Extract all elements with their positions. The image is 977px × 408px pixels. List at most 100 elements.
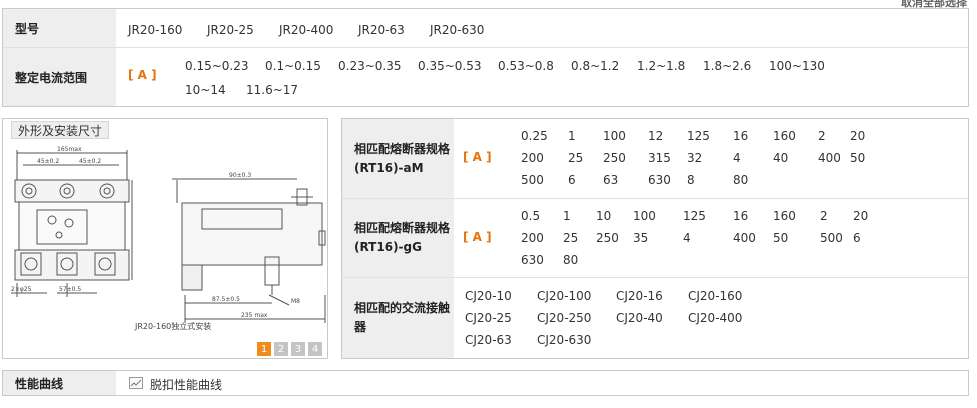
model-option[interactable]: JR20-630 [430, 23, 485, 37]
contactor-option[interactable]: CJ20-10 [465, 289, 512, 303]
fuse-am-option[interactable]: 400 [818, 151, 841, 165]
fuse-am-option[interactable]: 40 [773, 151, 789, 165]
fuse-am-option[interactable]: 63 [603, 173, 619, 187]
fuse-gg-option[interactable]: 200 [521, 231, 544, 245]
dimensions-panel-title: 外形及安装尺寸 [11, 121, 110, 139]
fuse-am-option[interactable]: 6 [568, 173, 576, 187]
contactor-option[interactable]: CJ20-63 [465, 333, 512, 347]
fuse-gg-option[interactable]: 0.5 [521, 209, 541, 223]
current-range-option[interactable]: 0.23~0.35 [338, 59, 402, 73]
contactor-option[interactable]: CJ20-100 [537, 289, 592, 303]
contactor-option[interactable]: CJ20-400 [688, 311, 743, 325]
fuse-am-option[interactable]: 1 [568, 129, 576, 143]
fuse-gg-option[interactable]: 25 [563, 231, 579, 245]
current-range-option[interactable]: 1.2~1.8 [637, 59, 686, 73]
fuse-am-option[interactable]: 25 [568, 151, 584, 165]
dim-label: 2×φ25 [11, 286, 32, 293]
page-1-button[interactable]: 1 [257, 342, 271, 356]
divider [342, 277, 968, 278]
dim-label: M8 [291, 298, 300, 305]
contactor-option[interactable]: CJ20-25 [465, 311, 512, 325]
fuse-am-option[interactable]: 200 [521, 151, 544, 165]
deselect-all-link[interactable]: 取消全部选择 [901, 0, 967, 9]
page-2-button[interactable]: 2 [274, 342, 288, 356]
fuse-gg-option[interactable]: 20 [853, 209, 869, 223]
current-range-option[interactable]: 0.1~0.15 [265, 59, 321, 73]
matching-table: 相匹配熔断器规格(RT16)-aM 相匹配熔断器规格(RT16)-gG 相匹配的… [341, 118, 969, 359]
fuse-am-option[interactable]: 16 [733, 129, 749, 143]
fuse-gg-option[interactable]: 2 [820, 209, 828, 223]
fuse-gg-option[interactable]: 500 [820, 231, 843, 245]
contactor-option[interactable]: CJ20-630 [537, 333, 592, 347]
fuse-am-option[interactable]: 250 [603, 151, 626, 165]
current-range-option[interactable]: 10~14 [185, 83, 226, 97]
trip-curve-link[interactable]: 脱扣性能曲线 [150, 378, 223, 392]
current-range-option[interactable]: 1.8~2.6 [703, 59, 752, 73]
fuse-am-option[interactable]: 160 [773, 129, 796, 143]
current-range-option[interactable]: 11.6~17 [246, 83, 299, 97]
contactor-label: 相匹配的交流接触器 [342, 278, 454, 358]
fuse-gg-option[interactable]: 50 [773, 231, 789, 245]
fuse-am-option[interactable]: 630 [648, 173, 671, 187]
dimension-drawing: 165max 45±0.2 45±0.2 90±0.3 87.5±0.5 235… [11, 146, 326, 323]
fuse-am-option[interactable]: 32 [687, 151, 703, 165]
current-range-option[interactable]: 0.35~0.53 [418, 59, 482, 73]
dim-label: 57±0.5 [59, 286, 81, 293]
fuse-gg-option[interactable]: 160 [773, 209, 796, 223]
fuse-gg-option[interactable]: 630 [521, 253, 544, 267]
model-option[interactable]: JR20-400 [279, 23, 334, 37]
fuse-am-unit: [ A ] [463, 150, 492, 164]
contactor-option[interactable]: CJ20-16 [616, 289, 663, 303]
fuse-gg-option[interactable]: 100 [633, 209, 656, 223]
page-3-button[interactable]: 3 [291, 342, 305, 356]
fuse-gg-unit: [ A ] [463, 230, 492, 244]
fuse-gg-option[interactable]: 10 [596, 209, 612, 223]
fuse-am-option[interactable]: 125 [687, 129, 710, 143]
current-range-option[interactable]: 0.15~0.23 [185, 59, 249, 73]
divider [3, 47, 968, 48]
model-option[interactable]: JR20-25 [207, 23, 254, 37]
fuse-am-label: 相匹配熔断器规格(RT16)-aM [342, 119, 454, 198]
contactor-option[interactable]: CJ20-250 [537, 311, 592, 325]
model-label: 型号 [3, 9, 116, 47]
fuse-am-option[interactable]: 0.25 [521, 129, 548, 143]
fuse-am-option[interactable]: 20 [850, 129, 866, 143]
fuse-gg-option[interactable]: 80 [563, 253, 579, 267]
fuse-am-option[interactable]: 4 [733, 151, 741, 165]
page-4-button[interactable]: 4 [308, 342, 322, 356]
dim-label: 165max [57, 146, 82, 153]
fuse-am-option[interactable]: 50 [850, 151, 866, 165]
dimensions-panel: 外形及安装尺寸 [2, 118, 328, 359]
fuse-gg-option[interactable]: 1 [563, 209, 571, 223]
fuse-gg-option[interactable]: 4 [683, 231, 691, 245]
fuse-gg-option[interactable]: 16 [733, 209, 749, 223]
dim-label: 87.5±0.5 [212, 296, 240, 303]
fuse-gg-label: 相匹配熔断器规格(RT16)-gG [342, 199, 454, 277]
fuse-gg-option[interactable]: 400 [733, 231, 756, 245]
fuse-gg-option[interactable]: 35 [633, 231, 649, 245]
model-option[interactable]: JR20-63 [358, 23, 405, 37]
contactor-option[interactable]: CJ20-160 [688, 289, 743, 303]
fuse-am-option[interactable]: 80 [733, 173, 749, 187]
fuse-am-option[interactable]: 100 [603, 129, 626, 143]
current-unit: [ A ] [128, 68, 157, 82]
fuse-gg-option[interactable]: 6 [853, 231, 861, 245]
contactor-option[interactable]: CJ20-40 [616, 311, 663, 325]
performance-label: 性能曲线 [3, 371, 116, 395]
fuse-am-option[interactable]: 8 [687, 173, 695, 187]
current-range-option[interactable]: 0.8~1.2 [571, 59, 620, 73]
fuse-am-option[interactable]: 12 [648, 129, 664, 143]
drawing-caption: JR20-160独立式安装 [135, 322, 212, 331]
dim-label: 90±0.3 [229, 172, 251, 179]
current-range-option[interactable]: 100~130 [769, 59, 825, 73]
model-option[interactable]: JR20-160 [128, 23, 183, 37]
curve-chart-icon[interactable] [129, 377, 143, 389]
fuse-gg-option[interactable]: 250 [596, 231, 619, 245]
dim-label: 235 max [241, 312, 268, 319]
fuse-am-option[interactable]: 2 [818, 129, 826, 143]
fuse-am-option[interactable]: 315 [648, 151, 671, 165]
fuse-gg-option[interactable]: 125 [683, 209, 706, 223]
fuse-am-option[interactable]: 500 [521, 173, 544, 187]
divider [342, 198, 968, 199]
current-range-option[interactable]: 0.53~0.8 [498, 59, 554, 73]
